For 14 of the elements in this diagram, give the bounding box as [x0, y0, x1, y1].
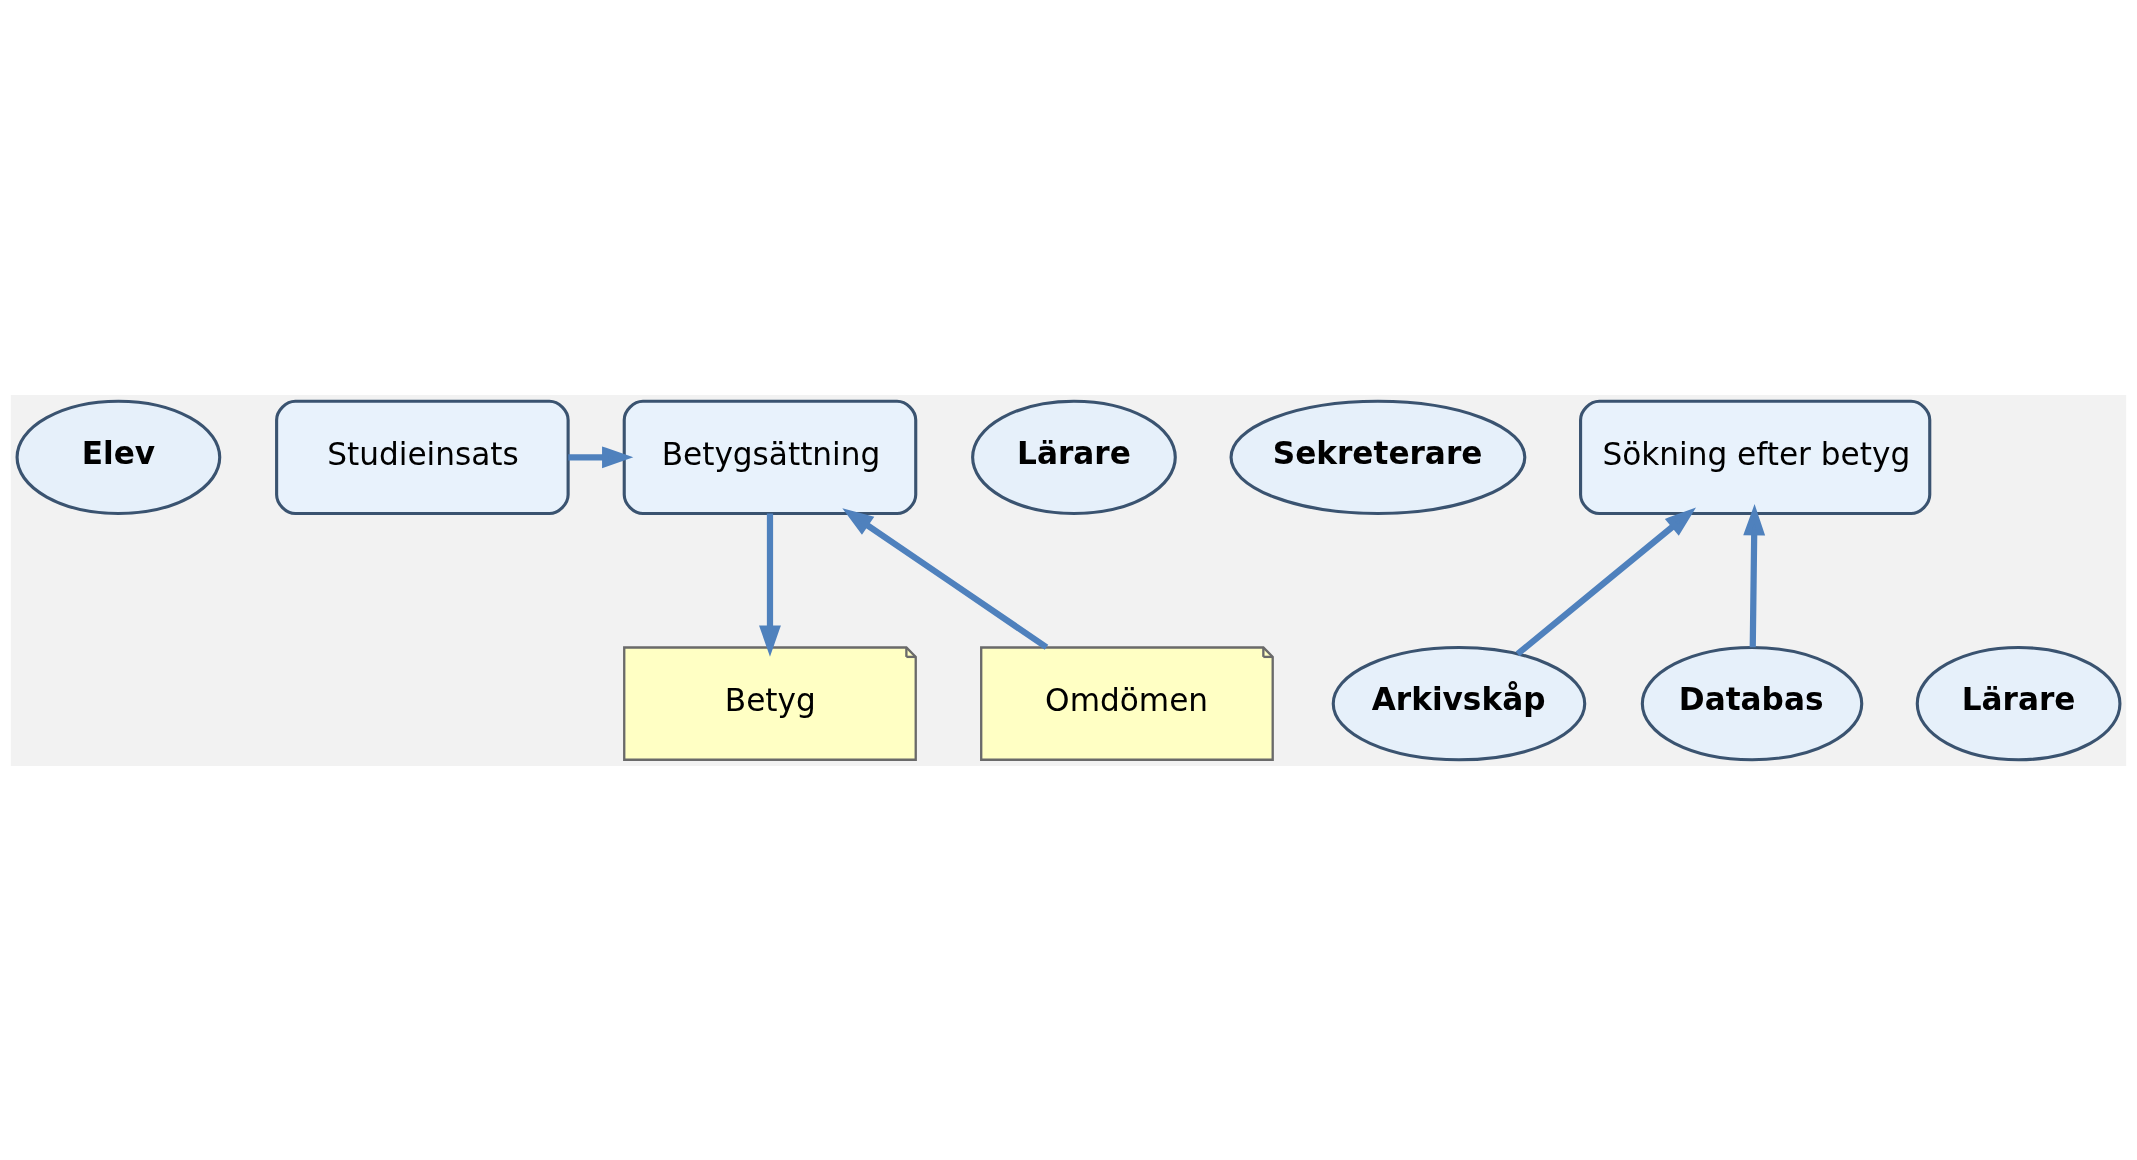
node-ellipse: Lärare [1915, 645, 2122, 761]
arrow [842, 507, 1049, 650]
node-box: Studieinsats [275, 399, 570, 515]
node-ellipse: Lärare [971, 399, 1177, 515]
arrow [1515, 507, 1696, 656]
arrow [568, 445, 634, 468]
node-ellipse: Arkivskåp [1331, 645, 1587, 761]
node-ellipse: Sekreterare [1229, 399, 1527, 515]
node-box: Betygsättning [622, 399, 918, 515]
arrow [1743, 503, 1766, 647]
node-ellipse: Elev [15, 399, 222, 515]
arrow [759, 513, 781, 657]
node-ellipse: Databas [1640, 645, 1864, 761]
node-box: Sökning efter betyg [1579, 399, 1932, 515]
